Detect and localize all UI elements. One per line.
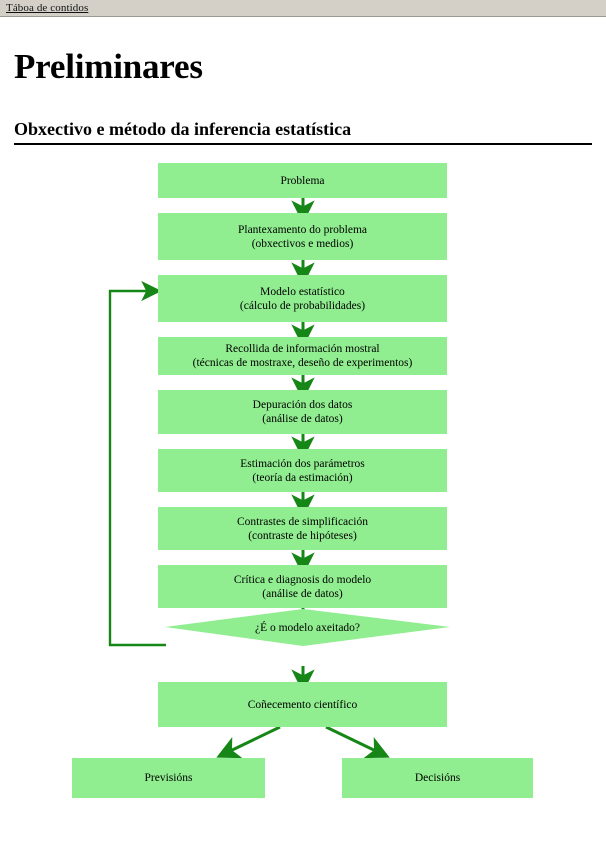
decision-diamond-shape — [165, 609, 450, 646]
edge-conecemento-previsions — [216, 725, 281, 759]
node-decision-label: ¿É o modelo axeitado? — [254, 621, 361, 634]
inference-method-flowchart: Problema Plantexamento do problema (obxe… — [0, 150, 606, 840]
section-title: Obxectivo e método da inferencia estatís… — [14, 119, 352, 139]
node-modelo-line2: (cálculo de probabilidades) — [239, 299, 366, 312]
node-conecemento-line1: Coñecemento científico — [247, 698, 358, 711]
node-estimacion-line2: (teoría da estimación) — [252, 471, 353, 484]
node-recollida-informacion[interactable]: Recollida de información mostral (técnic… — [158, 337, 447, 375]
top-toolbar: Táboa de contidos — [0, 0, 606, 17]
node-previsions-line1: Previsións — [144, 772, 193, 784]
node-problema-line1: Problema — [280, 174, 325, 187]
node-plantexamento[interactable]: Plantexamento do problema (obxectivos e … — [158, 213, 447, 260]
flowchart-connectors — [108, 198, 450, 759]
node-contrastes-line2: (contraste de hipóteses) — [248, 529, 357, 542]
node-decision-modelo-axeitado[interactable]: ¿É o modelo axeitado? — [165, 609, 450, 646]
node-plantexamento-line1: Plantexamento do problema — [237, 223, 368, 236]
edge-feedback-loop — [108, 280, 166, 647]
node-critica-diagnosis[interactable]: Crítica e diagnosis do modelo (análise d… — [158, 565, 447, 608]
edge-conecemento-decisions — [325, 725, 390, 759]
node-modelo-estatistico[interactable]: Modelo estatístico (cálculo de probabili… — [158, 275, 447, 322]
node-contrastes-line1: Contrastes de simplificación — [237, 515, 368, 528]
node-depuracion-line1: Depuración dos datos — [252, 399, 353, 411]
node-critica-line2: (análise de datos) — [262, 587, 343, 600]
node-decisions-line1: Decisións — [414, 772, 461, 784]
node-plantexamento-line2: (obxectivos e medios) — [251, 237, 354, 250]
branch-connector-group — [216, 725, 390, 759]
section-divider — [14, 143, 592, 145]
node-depuracion-datos[interactable]: Depuración dos datos (análise de datos) — [158, 390, 447, 434]
node-modelo-line1: Modelo estatístico — [260, 285, 345, 298]
node-conecemento-cientifico[interactable]: Coñecemento científico — [158, 682, 447, 727]
node-previsions[interactable]: Previsións — [72, 758, 265, 798]
node-decisions[interactable]: Decisións — [342, 758, 533, 798]
node-contrastes-simplificacion[interactable]: Contrastes de simplificación (contraste … — [158, 507, 447, 550]
node-critica-line1: Crítica e diagnosis do modelo — [233, 573, 372, 586]
node-problema[interactable]: Problema — [158, 163, 447, 198]
page-title: Preliminares — [14, 47, 203, 86]
node-depuracion-line2: (análise de datos) — [262, 413, 343, 425]
node-estimacion-parametros[interactable]: Estimación dos parámetros (teoría da est… — [158, 449, 447, 492]
node-estimacion-line1: Estimación dos parámetros — [240, 457, 365, 470]
node-recollida-line2: (técnicas de mostraxe, deseño de experim… — [192, 357, 413, 369]
table-of-contents-link[interactable]: Táboa de contidos — [6, 2, 89, 14]
node-recollida-line1: Recollida de información mostral — [225, 343, 380, 355]
